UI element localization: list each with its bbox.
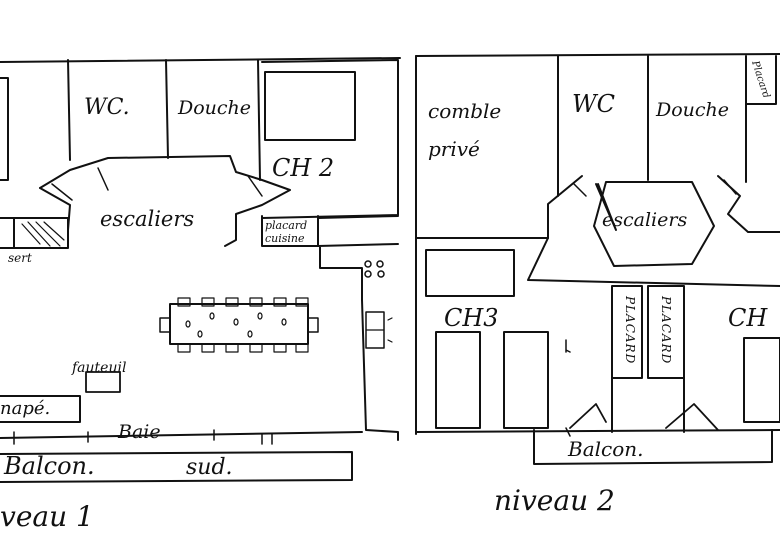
armchair xyxy=(85,371,121,393)
l2-comble-label: comble xyxy=(428,99,501,123)
l2-douche-label: Douche xyxy=(655,99,729,121)
l2-prive-label: privé xyxy=(428,137,480,161)
chair xyxy=(201,343,215,353)
l1-baie-label: Baie xyxy=(117,421,161,443)
l1-wc-label: WC. xyxy=(84,95,130,120)
sofa xyxy=(0,395,81,423)
level-2-plan xyxy=(415,53,780,465)
l2-niveau-label: niveau 2 xyxy=(494,484,615,517)
chair xyxy=(249,297,263,307)
chair xyxy=(295,343,309,353)
chair xyxy=(295,297,309,307)
l2-placard-top-label: Placard xyxy=(749,59,772,100)
l1-escaliers-label: escaliers xyxy=(100,207,194,231)
hob-icon xyxy=(364,260,385,278)
l1-fauteuil-label: fauteuil xyxy=(71,360,126,376)
l1-canape-label: napé. xyxy=(0,398,50,419)
l1-dessert-label: sert xyxy=(8,251,32,265)
l2-ch4-label: CH xyxy=(728,304,768,332)
chair xyxy=(177,343,191,353)
l1-ch2-label: CH 2 xyxy=(272,154,334,182)
chair xyxy=(249,343,263,353)
level-1-plan xyxy=(0,57,401,483)
l2-escaliers-label: escaliers xyxy=(602,209,687,231)
chair xyxy=(273,343,287,353)
l1-niveau-label: veau 1 xyxy=(0,500,94,533)
l2-placard-left-label: PLACARD xyxy=(623,295,637,364)
l2-balcon-label: Balcon. xyxy=(567,437,644,461)
chair xyxy=(225,297,239,307)
chair xyxy=(273,297,287,307)
l2-wc-label: WC xyxy=(572,90,615,118)
l2-placard-right-label: PLACARD xyxy=(659,295,673,364)
l2-ch3-label: CH3 xyxy=(444,304,499,332)
l1-douche-label: Douche xyxy=(177,97,251,119)
dining-table xyxy=(159,297,319,353)
l1-balcon-label: Balcon. xyxy=(3,452,95,480)
chair xyxy=(177,297,191,307)
chair xyxy=(225,343,239,353)
l1-sud-label: sud. xyxy=(186,455,233,480)
l1-cuisine-label: cuisine xyxy=(265,232,305,245)
chair xyxy=(201,297,215,307)
l1-placard-label: placard xyxy=(265,219,307,232)
